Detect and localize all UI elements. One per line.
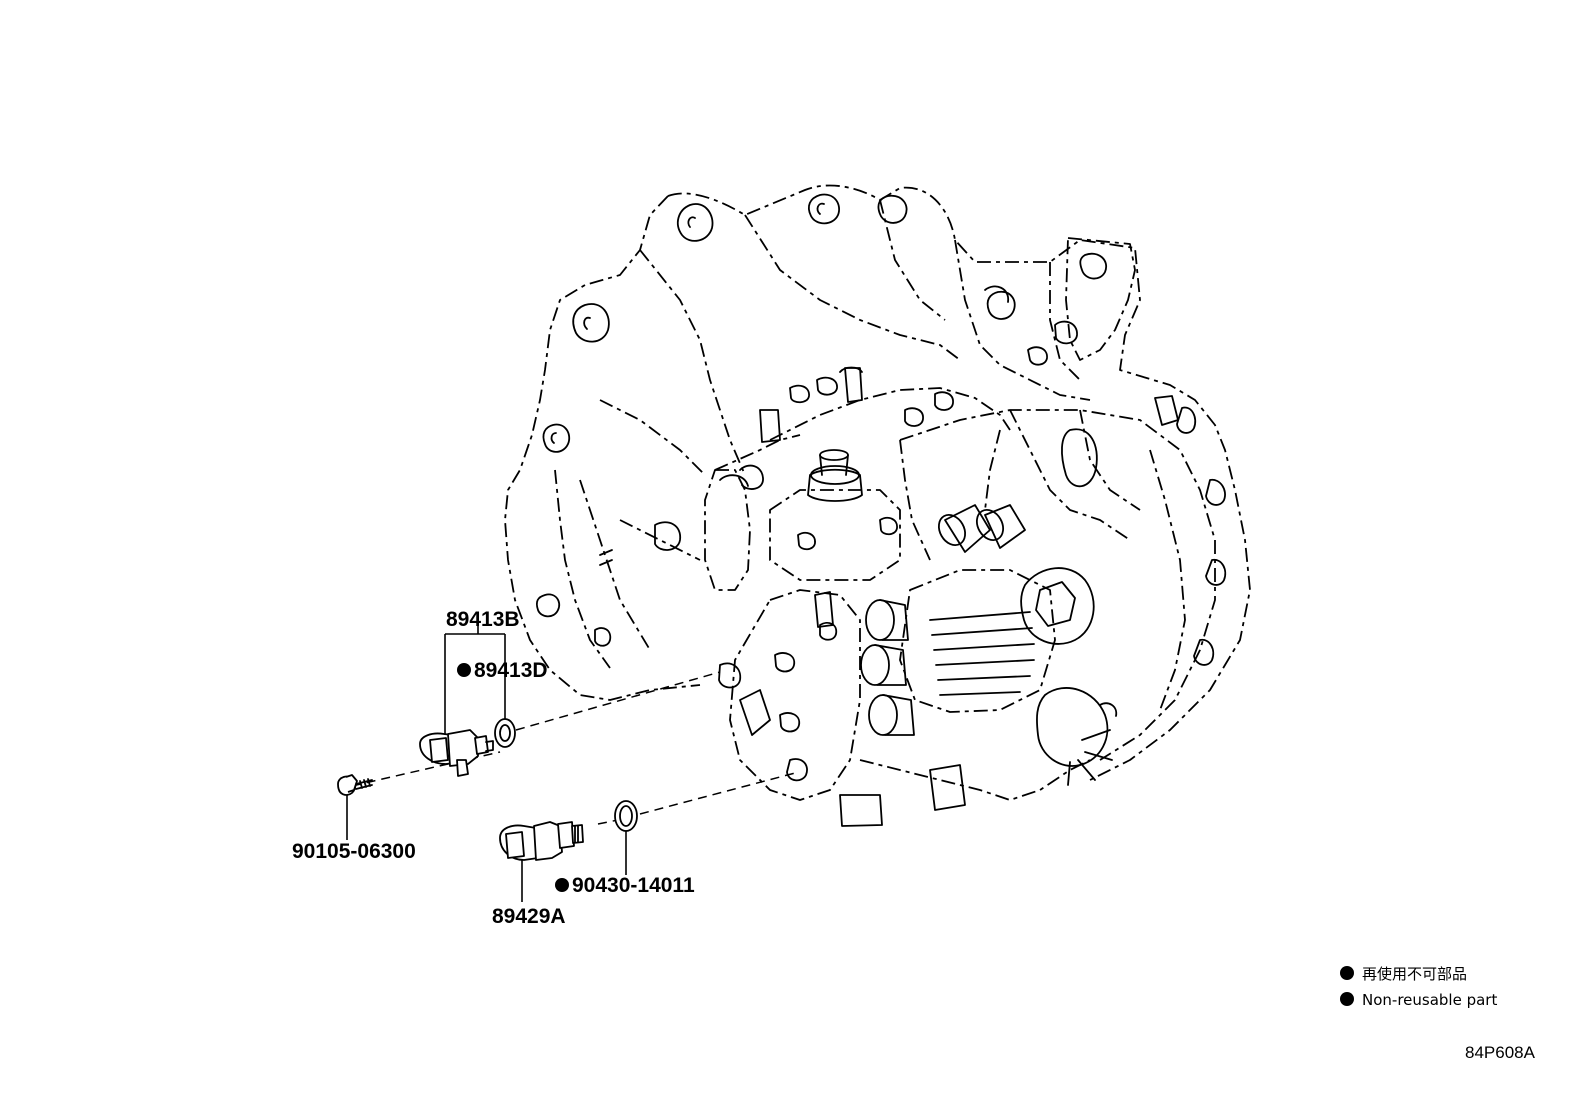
legend-japanese: 再使用不可部品	[1362, 965, 1467, 983]
bolt-90105-06300	[337, 774, 373, 796]
legend: 再使用不可部品 Non-reusable part	[1340, 965, 1497, 1009]
nonreusable-marker	[457, 663, 471, 677]
legend-bullet-icon	[1340, 992, 1354, 1006]
legend-bullet-icon	[1340, 966, 1354, 980]
legend-english: Non-reusable part	[1362, 991, 1497, 1009]
cylinder-boss	[860, 644, 907, 686]
housing-mount-boss	[807, 193, 840, 225]
leader-lines	[346, 620, 627, 902]
part-label-90105-06300: 90105-06300	[292, 840, 416, 863]
housing-mount-boss	[542, 423, 571, 453]
cylinder-boss	[868, 694, 915, 736]
housing-mount-boss	[877, 194, 908, 224]
housing-mount-boss	[572, 303, 610, 343]
housing-mount-boss	[676, 203, 714, 242]
cylinder-boss	[865, 599, 909, 641]
cylinder-boss	[937, 504, 991, 553]
gasket-90430-14011	[614, 800, 638, 832]
speed-sensor-89413b	[419, 729, 494, 777]
part-label-89413d: 89413D	[474, 659, 548, 682]
part-label-89429a: 89429A	[492, 905, 566, 928]
housing-mount-boss	[535, 593, 561, 618]
part-labels: 89413B 89413D 90105-06300 89429A 90430-1…	[292, 608, 695, 928]
switch-89429a	[499, 821, 584, 861]
part-label-89413b: 89413B	[446, 608, 520, 631]
installation-lines	[351, 671, 796, 825]
cylinder-boss	[975, 504, 1026, 549]
housing-mount-boss	[986, 290, 1016, 320]
illustration-code: 84P608A	[1465, 1043, 1536, 1062]
o-ring-89413d	[494, 718, 516, 748]
part-label-90430-14011: 90430-14011	[572, 874, 695, 897]
transmission-assembly-illustration	[504, 184, 1251, 827]
nonreusable-marker	[555, 878, 569, 892]
